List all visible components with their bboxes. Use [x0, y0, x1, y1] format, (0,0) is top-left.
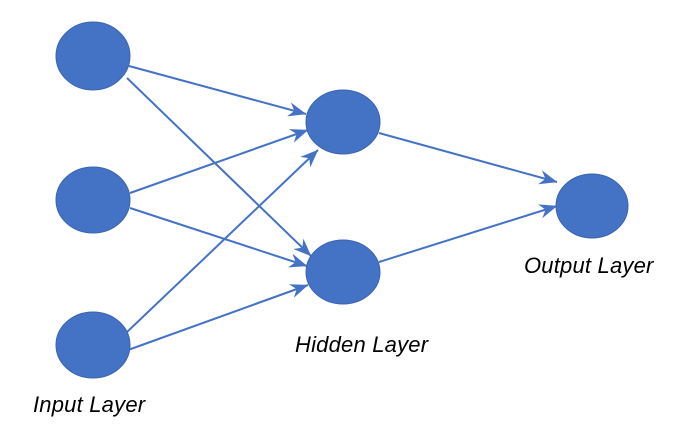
- connection-h1-o1: [378, 132, 558, 185]
- neuron-node-i1[interactable]: [55, 21, 131, 91]
- node-group: [55, 21, 629, 379]
- neuron-node-i2[interactable]: [55, 166, 131, 234]
- neuron-node-h1[interactable]: [305, 89, 381, 155]
- edge-group: [125, 65, 558, 351]
- connection-i3-h1: [125, 149, 319, 334]
- connection-i1-h2: [126, 77, 312, 257]
- hidden-layer-label: Hidden Layer: [295, 332, 429, 357]
- connection-i2-h2: [129, 207, 308, 268]
- connection-i3-h2: [127, 284, 309, 351]
- connection-i1-h1: [128, 65, 307, 117]
- neuron-node-i3[interactable]: [55, 311, 131, 379]
- connection-h2-o1: [378, 204, 558, 263]
- connection-i2-h1: [129, 129, 309, 194]
- neuron-node-h2[interactable]: [305, 239, 381, 305]
- input-layer-label: Input Layer: [33, 392, 146, 417]
- neuron-node-o1[interactable]: [555, 173, 629, 239]
- output-layer-label: Output Layer: [524, 253, 654, 278]
